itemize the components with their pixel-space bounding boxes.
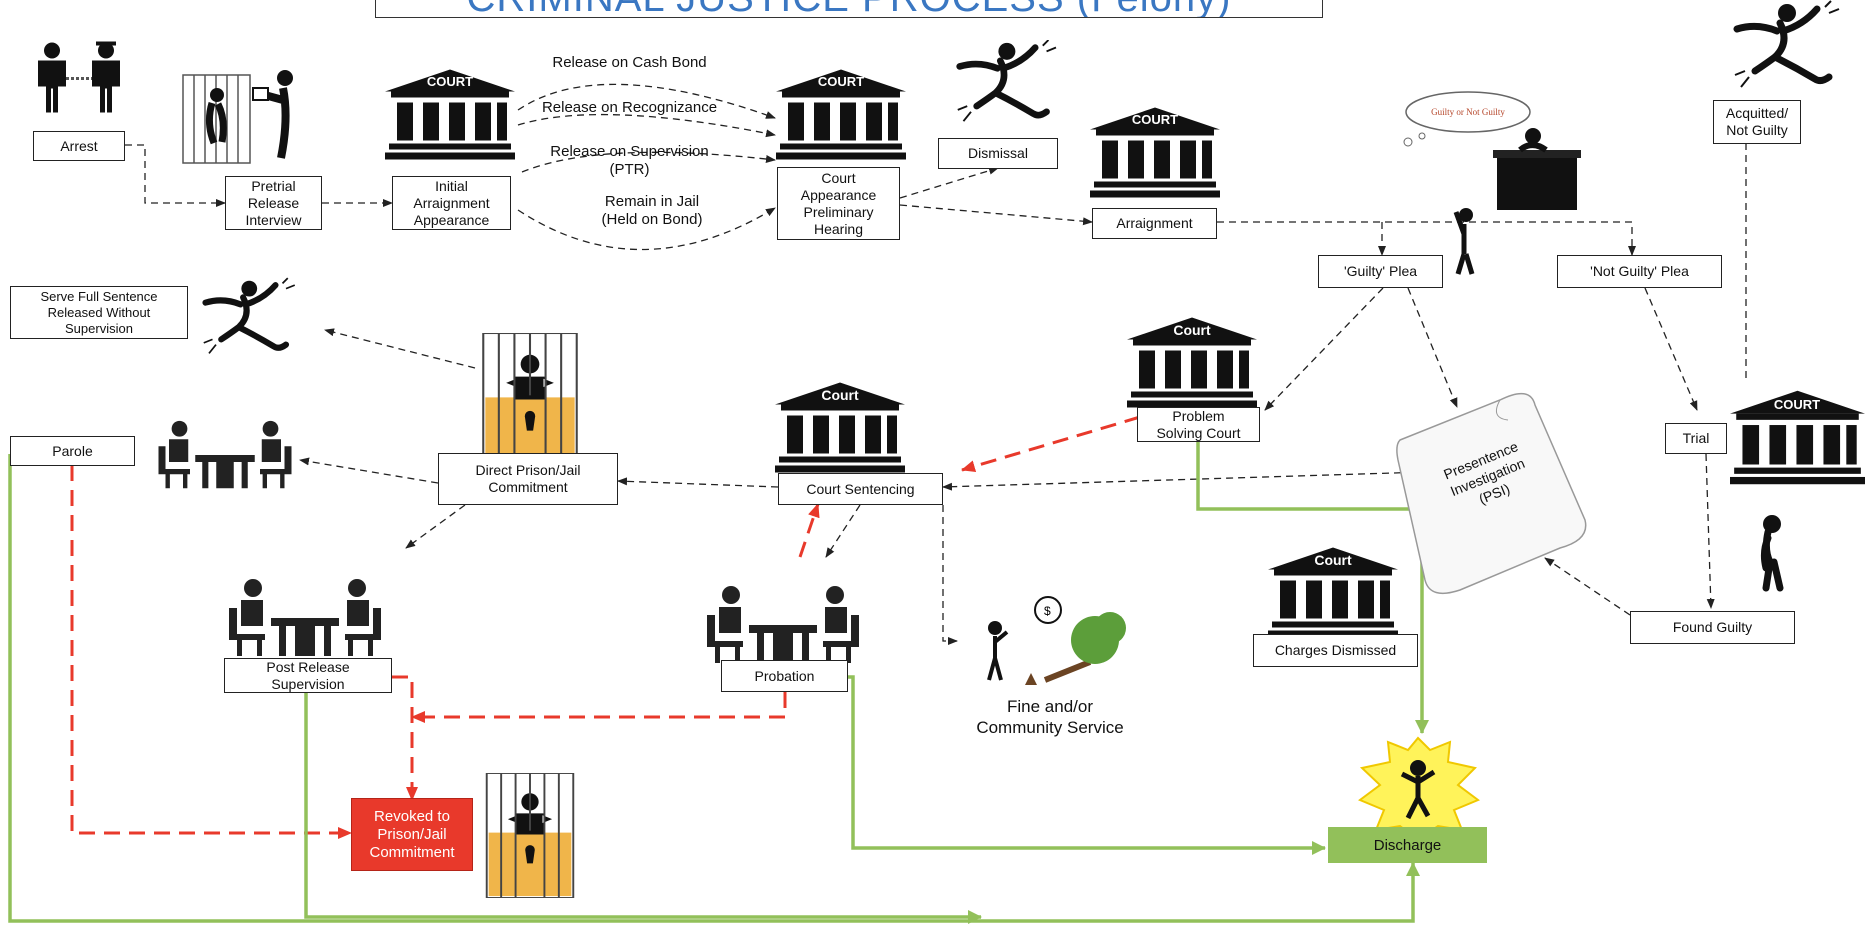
court-icon-label: Court [821, 387, 859, 403]
node-pretrial-release-interview: Pretrial Release Interview [225, 176, 322, 230]
node-court-appearance: Court Appearance Preliminary Hearing [777, 167, 900, 240]
node-direct-prison-commitment: Direct Prison/Jail Commitment [438, 453, 618, 505]
node-arraignment: Arraignment [1092, 208, 1217, 239]
node-trial: Trial [1665, 423, 1727, 454]
psi-scroll-icon [1396, 392, 1587, 595]
node-charges-dismissed: Charges Dismissed [1253, 634, 1418, 667]
edge-label-recognizance: Release on Recognizance [541, 99, 718, 116]
court-icon-label: COURT [817, 74, 865, 89]
plea-decision-icon [1403, 91, 1581, 275]
thought-bubble-text: Guilty or Not Guilty [1431, 107, 1505, 117]
node-not-guilty-plea: 'Not Guilty' Plea [1557, 255, 1722, 288]
slumped-figure-icon [1763, 515, 1781, 588]
node-problem-solving-court: Problem Solving Court [1137, 407, 1260, 442]
court-icon-label: COURT [1773, 397, 1821, 412]
fine-community-service-icon: $ [987, 596, 1126, 685]
node-revoked-to-prison: Revoked to Prison/Jail Commitment [351, 798, 473, 871]
node-initial-arraignment: Initial Arraignment Appearance [392, 176, 511, 230]
node-serve-full-sentence: Serve Full Sentence Released Without Sup… [10, 286, 188, 339]
node-court-sentencing: Court Sentencing [778, 473, 943, 505]
node-found-guilty: Found Guilty [1630, 611, 1795, 644]
court-icon-label: COURT [426, 74, 474, 89]
celebrating-figure-icon [1735, 1, 1839, 87]
jail-icon [485, 773, 575, 898]
meeting-icon [158, 420, 292, 489]
node-guilty-plea: 'Guilty' Plea [1318, 255, 1443, 288]
meeting-icon [707, 586, 859, 663]
svg-text:$: $ [1044, 604, 1051, 618]
court-icon-label: COURT [1131, 112, 1179, 127]
edge-label-cash-bond: Release on Cash Bond [552, 54, 707, 71]
discharge-burst-icon [1358, 736, 1480, 842]
node-dismissal: Dismissal [938, 138, 1058, 169]
edge-label-remain-jail: Remain in Jail (Held on Bond) [601, 193, 703, 228]
node-arrest: Arrest [33, 131, 125, 161]
node-discharge: Discharge [1328, 827, 1487, 863]
pretrial-cell-icon [182, 70, 293, 164]
released-figure-icon [204, 278, 295, 353]
arrest-figures-icon [36, 40, 122, 115]
node-post-release-supervision: Post Release Supervision [224, 658, 392, 693]
court-icon-label: Court [1173, 322, 1211, 338]
court-icon-label: Court [1314, 552, 1352, 568]
node-fine-community-service: Fine and/or Community Service [976, 697, 1124, 737]
diagram-title: CRIMINAL JUSTICE PROCESS (Felony) [375, 0, 1323, 18]
celebrating-figure-icon [958, 40, 1056, 121]
meeting-icon [229, 579, 381, 656]
jail-icon [482, 333, 578, 468]
edge-label-supervision: Release on Supervision (PTR) [550, 143, 709, 178]
node-parole: Parole [10, 436, 135, 466]
node-probation: Probation [721, 660, 848, 692]
node-acquitted: Acquitted/ Not Guilty [1713, 100, 1801, 144]
